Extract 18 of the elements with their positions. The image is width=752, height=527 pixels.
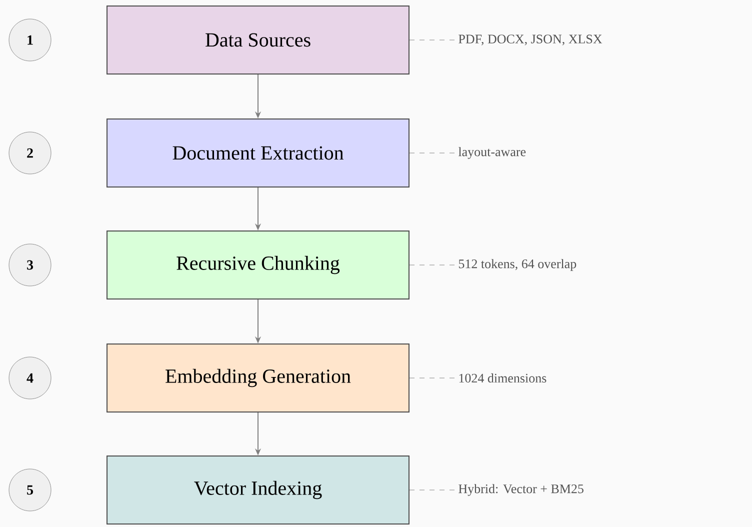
- process-box: Recursive Chunking: [106, 230, 410, 300]
- leader-line: [409, 264, 456, 266]
- step-number: 5: [8, 468, 52, 512]
- step-number: 3: [8, 244, 52, 286]
- step-number: 4: [8, 356, 52, 400]
- process-box: Data Sources: [106, 6, 410, 74]
- process-box: Embedding Generation: [106, 343, 410, 412]
- leader-line: [409, 152, 456, 154]
- annotation: 512 tokens, 64 overlap: [458, 259, 576, 271]
- process-box: Vector Indexing: [106, 455, 410, 524]
- step-number: 2: [8, 132, 52, 174]
- annotation: layout-aware: [458, 147, 526, 159]
- step-number: 1: [8, 18, 52, 62]
- process-box: Document Extraction: [106, 118, 410, 188]
- annotation: 1024 dimensions: [459, 373, 546, 383]
- annotation: PDF, DOCX, JSON, XLSX: [458, 34, 602, 46]
- leader-line: [409, 489, 456, 490]
- annotation: Hybrid: Vector + BM25: [458, 484, 584, 496]
